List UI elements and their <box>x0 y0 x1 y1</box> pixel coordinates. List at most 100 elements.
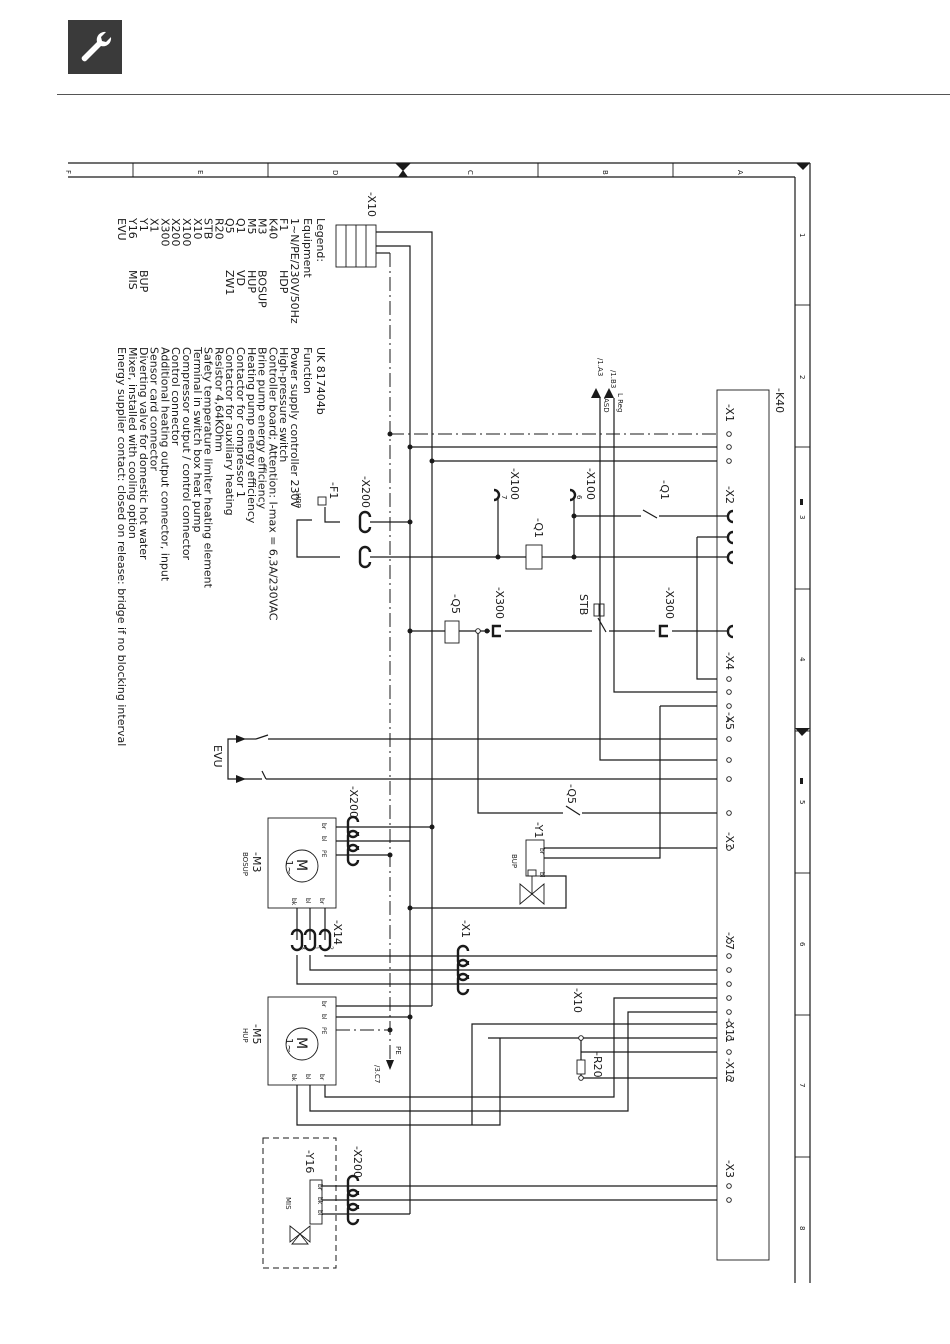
legend-row-1-eq: F1 <box>277 218 290 231</box>
label-x4: -X4 <box>723 652 736 670</box>
legend-col-function: Function <box>301 347 314 394</box>
legend-row-9-eq: X10 <box>191 218 204 240</box>
col-label-e: E <box>196 170 204 174</box>
label-pe: PE <box>394 1046 402 1055</box>
terminals <box>475 431 732 1203</box>
label-x3a: -X3 <box>723 832 736 850</box>
x14-pin-2: 2 <box>327 946 334 950</box>
legend-row-12-eq: X300 <box>158 218 171 247</box>
m5-wire-bk: bk <box>290 1074 297 1082</box>
legend-row-13-eq: X1 <box>148 218 161 233</box>
label-pin6: 6 <box>575 495 583 500</box>
label-y16: -Y16 <box>303 1150 316 1173</box>
legend-row-0-eq: 1~N/PE/230V/50Hz <box>288 218 301 324</box>
label-m3: -M3 <box>250 852 263 872</box>
legend-row-5-fn: Contactor for compressor 1 <box>234 347 247 498</box>
m5-wire-br2: br <box>318 1074 325 1081</box>
label-x11: -X11 <box>723 1018 736 1043</box>
drawing-frame: A B C D E F 1 2 3 4 5 6 7 8 <box>64 162 811 1283</box>
m3-wire-bl2: bl <box>304 898 311 904</box>
label-x200-y16: -X200 <box>351 1146 364 1178</box>
label-f1: -F1 <box>327 482 340 499</box>
y1-wire-br: br <box>538 848 545 855</box>
legend-row-5-code: VD <box>234 270 247 286</box>
legend: Legend: Equipment UK 817404b Function 1~… <box>115 217 327 746</box>
col-label-a: A <box>736 170 744 175</box>
legend-row-2-eq: K40 <box>266 218 279 239</box>
m3-wire-bk: bk <box>290 898 297 906</box>
row-label-7: 7 <box>798 1083 806 1087</box>
legend-row-8-eq: STB <box>202 218 215 239</box>
legend-row-3-fn: Brine pump energy efficiency <box>256 347 269 510</box>
component-labels: -Q1 -Q1 -X100 -X100 6 7 -X200 -F1 HDP -X… <box>211 468 676 1210</box>
legend-row-11-fn: Control connector <box>169 347 182 446</box>
col-label-f: F <box>64 170 72 174</box>
row-label-5: 5 <box>798 800 806 804</box>
y16-wire-bl: bl <box>316 1210 323 1216</box>
m5-wire-pe: PE <box>320 1027 327 1035</box>
legend-col-code: UK 817404b <box>314 347 327 415</box>
wire-labels: br bl PE bk bl br 1 2 3 br bl PE bk bl b… <box>290 823 545 1216</box>
label-m5: -M5 <box>250 1024 263 1044</box>
wrench-icon <box>68 20 122 74</box>
label-q1: -Q1 <box>658 480 671 500</box>
m5-wire-bl: bl <box>320 1014 327 1020</box>
cross-references: /1.B3 /1.A3 L Reg ASD <box>591 358 624 413</box>
y16-wire-bk: bk <box>316 1197 323 1205</box>
legend-row-6-eq: Q5 <box>223 218 236 234</box>
row-label-3: 3 <box>798 515 806 519</box>
legend-row-10-fn: Compressor output / control connector <box>180 347 193 561</box>
label-x300a: -X300 <box>663 587 676 619</box>
label-q5-contact: -Q5 <box>565 784 578 804</box>
label-evu: EVU <box>211 745 224 768</box>
legend-row-3-eq: M3 <box>256 218 269 235</box>
label-r20: -R20 <box>591 1052 604 1078</box>
legend-row-11-eq: X200 <box>169 218 182 247</box>
label-m5-m: M <box>293 1037 309 1049</box>
legend-row-2-fn: Controller board; Attention: I-max = 6,3… <box>266 347 279 621</box>
legend-row-3-code: BOSUP <box>256 270 269 308</box>
label-x3b: -X3 <box>723 1160 736 1178</box>
x14-pin-3: 3 <box>299 946 306 950</box>
junctions <box>387 431 577 1033</box>
label-stb: STB <box>577 594 590 615</box>
ref-c7: /3.C7 <box>373 1065 381 1083</box>
x14-pin-1: 1 <box>312 946 319 950</box>
label-hdp: HDP <box>294 493 302 508</box>
legend-row-8-fn: Safety temperature limiter heating eleme… <box>202 347 215 589</box>
wiring: PE /3.C7 <box>227 231 729 1269</box>
label-x200-m3: -X200 <box>347 786 360 818</box>
legend-row-14-fn: Diverting valve for domestic hot water <box>137 347 150 560</box>
label-m3-code: BOSUP <box>241 852 249 876</box>
label-pin7: 7 <box>500 495 508 499</box>
legend-row-7-eq: R20 <box>212 218 225 240</box>
m5-wire-bl2: bl <box>304 1074 311 1080</box>
legend-row-4-code: HUP <box>245 270 258 293</box>
legend-row-14-code: BUP <box>137 270 150 293</box>
col-label-b: B <box>601 170 609 175</box>
ref-a3: /1.A3 <box>596 358 604 376</box>
label-x10-conn: -X10 <box>571 988 584 1013</box>
label-x300b: -X300 <box>493 587 506 619</box>
legend-row-6-code: ZW1 <box>223 270 236 295</box>
row-label-2: 2 <box>798 375 806 379</box>
legend-row-4-eq: M5 <box>245 218 258 235</box>
legend-row-0-fn: Power supply controller 230V <box>288 347 301 508</box>
label-x10: -X10 <box>365 192 378 217</box>
label-bup: BUP <box>510 854 518 868</box>
row-label-1: 1 <box>798 233 806 237</box>
legend-row-16-fn: Energy supplier contact: closed on relea… <box>115 347 128 746</box>
label-x1-conn: -X1 <box>459 920 472 938</box>
legend-row-7-fn: Resistor 4,64KOhm <box>212 347 225 452</box>
legend-row-1-fn: High-pressure switch <box>277 347 290 462</box>
ref-b3: /1.B3 <box>609 370 617 388</box>
label-x2: -X2 <box>723 486 736 504</box>
m3-wire-br2: br <box>318 898 325 905</box>
label-q1-coil: -Q1 <box>532 518 545 538</box>
label-q5-coil: -Q5 <box>449 594 462 614</box>
terminal-block-x10: -X10 <box>335 192 378 268</box>
row-label-6: 6 <box>798 942 806 947</box>
m3-wire-br: br <box>320 823 327 830</box>
